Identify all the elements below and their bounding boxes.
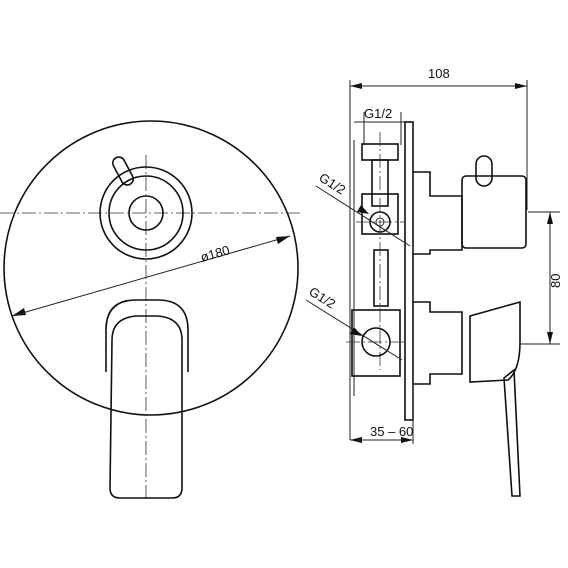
diverter-housing — [413, 171, 463, 255]
side-view: 108 G1/2 G1/2 G1/2 — [305, 66, 563, 497]
lower-valve-body — [351, 309, 401, 377]
diverter-ring-inner — [108, 175, 184, 251]
thread-upper-leader — [315, 185, 411, 247]
diameter-dimension-line — [11, 235, 291, 317]
thread-upper-arrow — [357, 205, 369, 214]
diameter-arrow-left — [12, 308, 26, 316]
diverter-knob — [128, 195, 164, 231]
diverter-lever-side — [475, 155, 493, 187]
mixer-lever-blade — [503, 368, 521, 497]
diverter-cartridge — [461, 175, 527, 249]
mixer-handle-collar — [105, 299, 189, 372]
spacing-label: 80 — [548, 274, 563, 288]
front-view: ø180 — [0, 120, 300, 500]
thread-lower-label: G1/2 — [306, 284, 338, 312]
cover-plate — [3, 120, 299, 416]
diverter-lever — [111, 156, 135, 186]
spacing-arrow-top — [547, 212, 553, 224]
mixer-lever-side — [469, 300, 521, 383]
depth-label: 35 – 60 — [370, 424, 413, 439]
width-arrow-left — [350, 83, 362, 89]
diameter-label: ø180 — [199, 242, 232, 265]
mixer-housing — [413, 301, 463, 385]
thread-upper-label: G1/2 — [316, 170, 348, 198]
thread-top-label: G1/2 — [364, 106, 392, 121]
spacing-arrow-bottom — [547, 332, 553, 344]
mixer-handle-lever — [109, 315, 183, 499]
connecting-pipe — [373, 249, 389, 307]
diverter-ring-outer — [99, 166, 193, 260]
diameter-arrow-right — [276, 236, 290, 244]
wall-plate — [404, 121, 414, 421]
thread-lower-arrow — [350, 327, 362, 336]
depth-arrow-right — [401, 437, 413, 443]
width-label: 108 — [428, 66, 450, 81]
depth-arrow-left — [350, 437, 362, 443]
width-arrow-right — [515, 83, 527, 89]
